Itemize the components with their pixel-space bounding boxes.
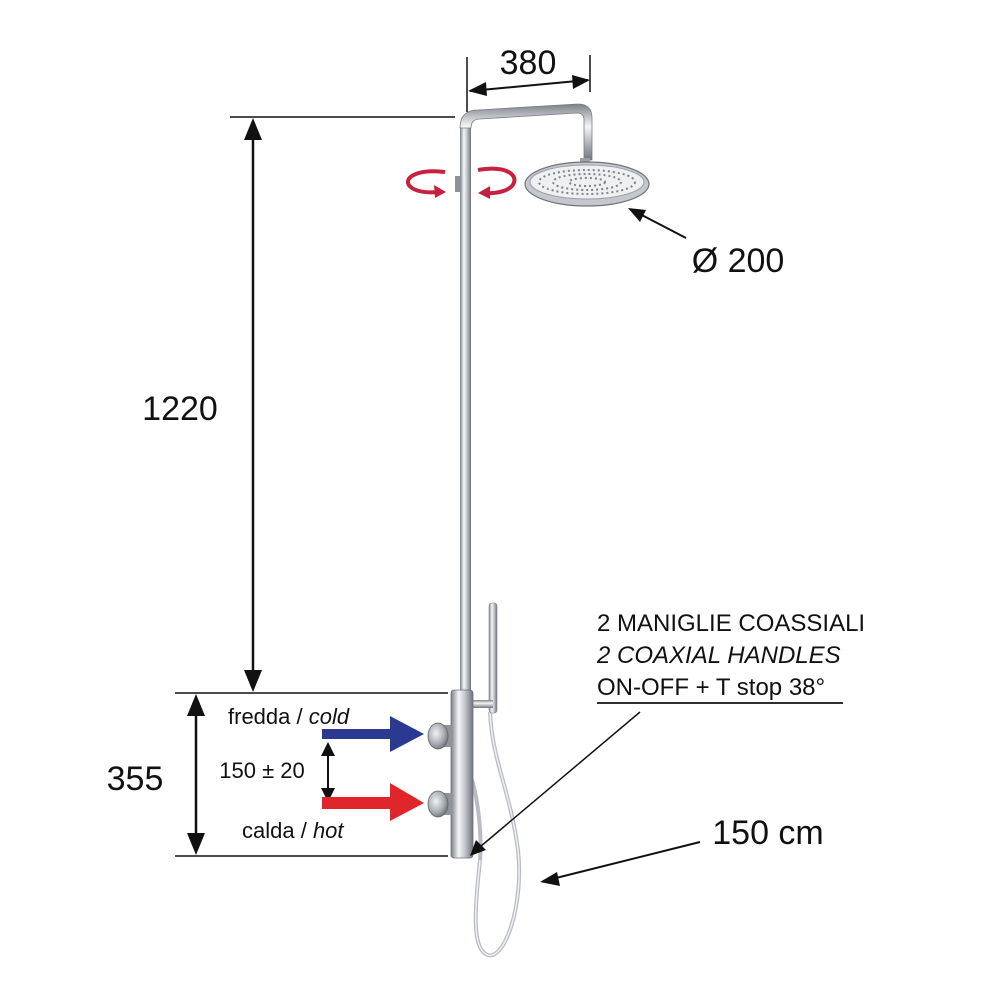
hot-inlet-label-en: hot <box>313 818 344 843</box>
valve-body <box>450 689 474 859</box>
cold-handle-knob <box>427 722 452 750</box>
shower-head <box>524 158 650 207</box>
inlet-spacing-label: 150 ± 20 <box>219 758 304 783</box>
shower-arm <box>459 103 593 161</box>
rotate-arrows-icon <box>405 166 517 199</box>
cold-inlet-label-en: cold <box>309 704 350 729</box>
column-height-dimension: 1220 <box>142 116 455 692</box>
note-line-english: 2 COAXIAL HANDLES <box>596 642 841 669</box>
hose-length-callout: 150 cm <box>540 814 824 886</box>
cold-inlet-label: fredda / cold <box>228 704 350 729</box>
hand-shower <box>471 602 498 714</box>
hot-handle-knob <box>427 790 452 818</box>
hot-inlet-arrow <box>322 783 424 821</box>
shower-column <box>460 125 471 695</box>
cold-inlet-label-it: fredda / <box>228 704 309 729</box>
arm-reach-dimension: 380 <box>466 44 591 112</box>
hose-length-label: 150 cm <box>712 814 824 852</box>
cold-inlet-arrow <box>322 716 424 752</box>
note-line-italian: 2 MANIGLIE COASSIALI <box>597 610 865 637</box>
note-line-spec: ON-OFF + T stop 38° <box>597 674 825 701</box>
hot-inlet-label: calda / hot <box>242 818 344 843</box>
arm-reach-label: 380 <box>500 44 557 82</box>
valve-height-label: 355 <box>107 760 164 798</box>
head-diameter-callout: Ø 200 <box>628 208 784 280</box>
inlet-spacing-dimension: 150 ± 20 <box>219 742 335 802</box>
valve-height-dimension: 355 <box>107 692 448 857</box>
handles-note: 2 MANIGLIE COASSIALI 2 COAXIAL HANDLES O… <box>470 610 865 856</box>
head-diameter-label: Ø 200 <box>692 242 785 280</box>
hot-inlet-label-it: calda / <box>242 818 313 843</box>
column-height-label: 1220 <box>142 390 218 428</box>
